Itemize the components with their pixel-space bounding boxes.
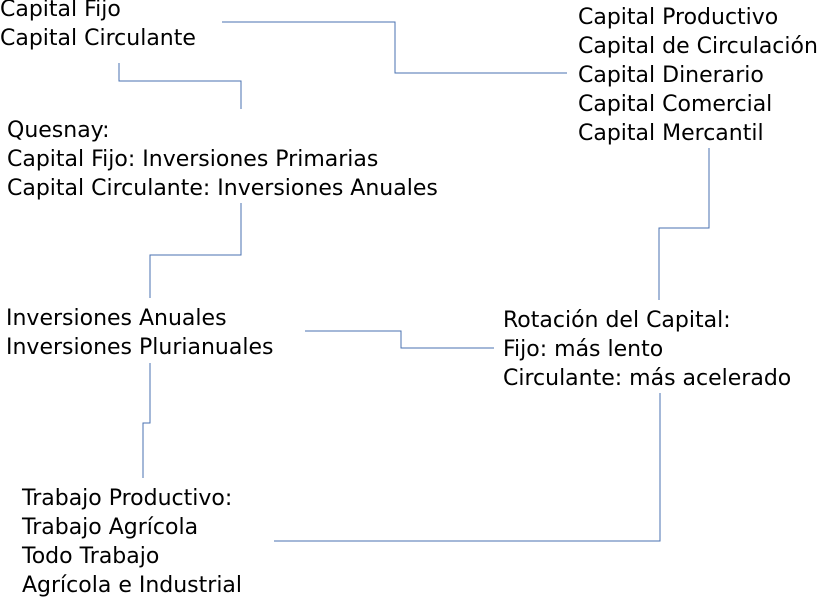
node-text-line: Capital Circulante: [0, 26, 196, 51]
connector-inversiones-rotacion: [305, 330, 494, 349]
node-text-line: Capital Mercantil: [578, 121, 764, 146]
node-text-line: Rotación del Capital:: [503, 308, 731, 333]
node-quesnay: Quesnay: Capital Fijo: Inversiones Prima…: [7, 116, 438, 203]
node-text-line: Capital Comercial: [578, 92, 773, 117]
connector-productivo-rotacion: [658, 148, 710, 300]
node-rotacion: Rotación del Capital: Fijo: más lento Ci…: [503, 306, 791, 393]
node-text-line: Capital Dinerario: [578, 63, 764, 88]
node-text-line: Capital Fijo: [0, 0, 121, 22]
connector-rotacion-trabajo: [274, 393, 661, 542]
node-inversiones: Inversiones Anuales Inversiones Plurianu…: [6, 304, 273, 362]
connector-fijo-quesnay: [118, 63, 242, 109]
node-text-line: Todo Trabajo: [22, 544, 160, 569]
node-text-line: Capital Fijo: Inversiones Primarias: [7, 147, 379, 172]
node-text-line: Inversiones Plurianuales: [6, 335, 274, 360]
node-capital-productivo: Capital Productivo Capital de Circulació…: [578, 3, 818, 148]
node-text-line: Inversiones Anuales: [6, 306, 227, 331]
node-text-line: Capital Circulante: Inversiones Anuales: [7, 176, 438, 201]
node-text-line: Agrícola e Industrial: [22, 573, 243, 598]
node-text-line: Capital Productivo: [578, 5, 779, 30]
node-text-line: Circulante: más acelerado: [503, 366, 792, 391]
connector-quesnay-inversiones: [149, 203, 242, 298]
node-text-line: Trabajo Agrícola: [22, 515, 199, 540]
node-text-line: Trabajo Productivo:: [22, 486, 233, 511]
node-text-line: Capital de Circulación: [578, 34, 818, 59]
node-text-line: Quesnay:: [7, 118, 110, 143]
node-text-line: Fijo: más lento: [503, 337, 664, 362]
node-capital-fijo-circulante: Capital Fijo Capital Circulante: [0, 0, 196, 53]
node-trabajo: Trabajo Productivo: Trabajo Agrícola Tod…: [22, 484, 242, 600]
connector-inversiones-trabajo: [142, 363, 151, 478]
connector-fijo-productivo: [222, 21, 567, 74]
